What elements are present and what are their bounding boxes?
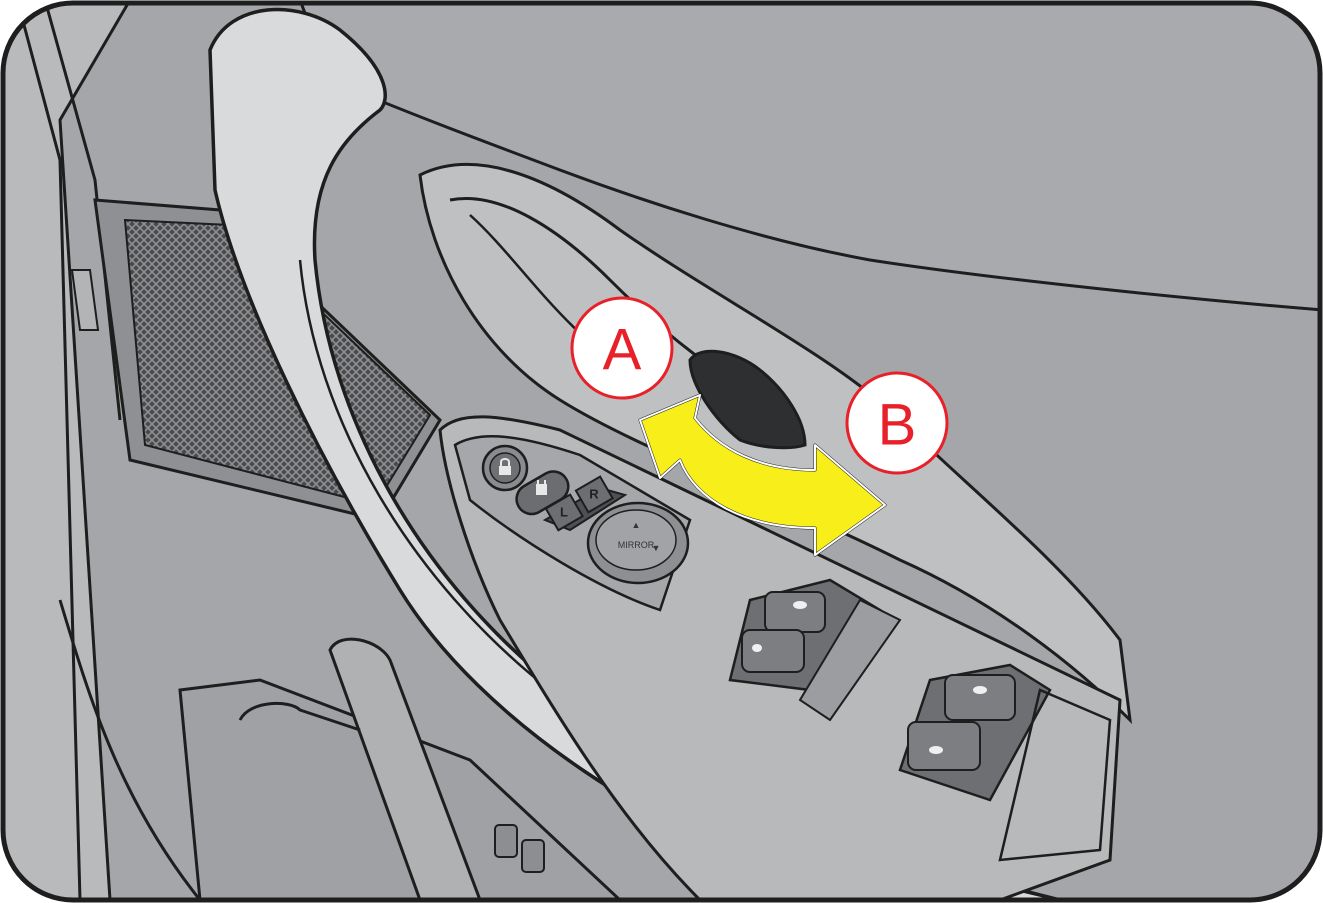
window-lock-icon bbox=[536, 480, 547, 495]
double-headed-arrow-icon bbox=[638, 393, 887, 557]
door-frame-edge bbox=[3, 3, 133, 900]
mirror-left-label: L bbox=[560, 505, 568, 520]
callout-a: A bbox=[570, 296, 674, 400]
mirror-right-label: R bbox=[589, 487, 599, 502]
label-b: B bbox=[878, 393, 917, 458]
door-handle-lever[interactable] bbox=[688, 349, 807, 450]
label-a: A bbox=[603, 318, 642, 383]
mirror-pad-label: MIRROR bbox=[618, 540, 655, 550]
window-switch-front-left[interactable] bbox=[728, 578, 882, 692]
door-lock-icon bbox=[499, 458, 511, 475]
mirror-select-switch[interactable]: L R bbox=[542, 475, 628, 532]
mirror-up-icon: ▲ bbox=[632, 520, 641, 530]
mirror-adjust-pad[interactable]: MIRROR ▲ ▼ bbox=[586, 501, 690, 585]
door-lock-button[interactable] bbox=[481, 444, 529, 492]
upper-door-panel bbox=[297, 3, 1320, 312]
mirror-down-icon: ▼ bbox=[652, 543, 661, 553]
callout-b: B bbox=[845, 371, 949, 475]
window-switch-front-right[interactable] bbox=[898, 663, 1052, 802]
